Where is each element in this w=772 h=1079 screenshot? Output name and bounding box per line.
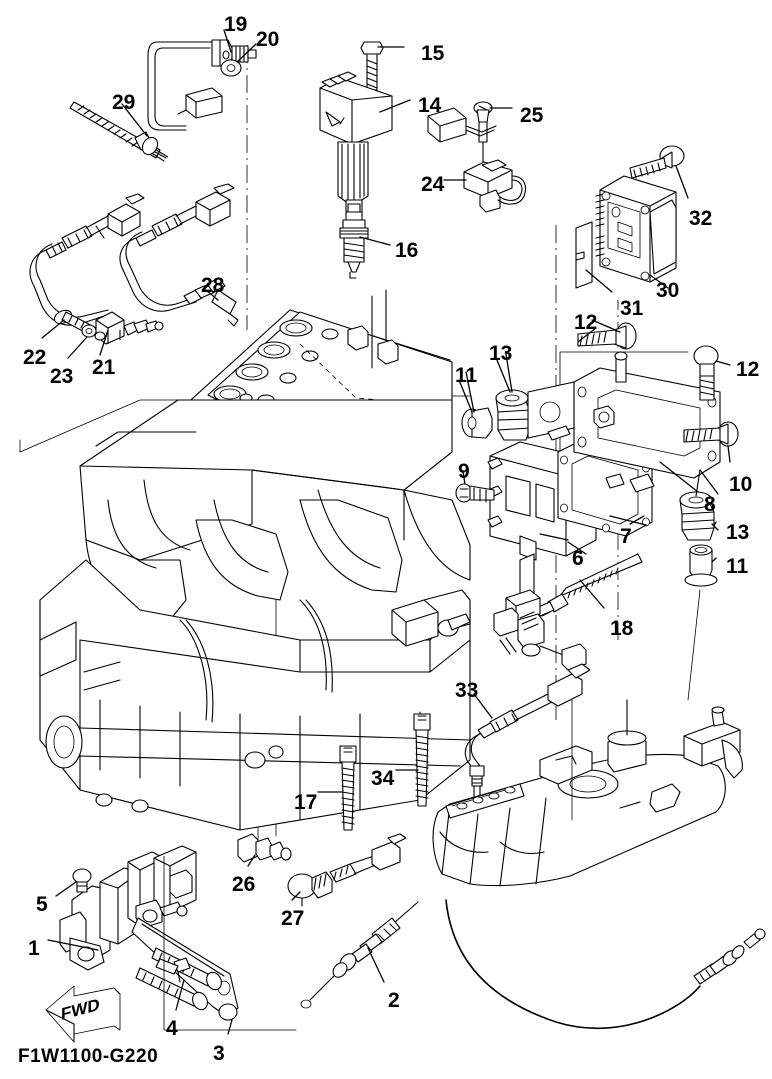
part-14-ignition-coil bbox=[319, 71, 393, 221]
callout-bolt: 5 bbox=[36, 893, 48, 916]
callout-washer: 23 bbox=[50, 365, 74, 388]
callout-grommet-collar: 11 bbox=[455, 364, 478, 387]
callout-cable-tie-with-screw: 18 bbox=[610, 617, 634, 640]
callout-throttle-body-bracket-assembly: 1 bbox=[28, 937, 40, 960]
callout-thermo-sensor: 19 bbox=[224, 13, 248, 36]
callout-fitting-valve: 26 bbox=[232, 873, 256, 896]
callout-bolt: 25 bbox=[520, 104, 544, 127]
callout-cable-tie-medium: 34 bbox=[371, 767, 395, 790]
part-20-washer bbox=[220, 59, 242, 77]
callout-cable-tie-long: 29 bbox=[112, 91, 136, 114]
part-9-bolt bbox=[455, 483, 495, 503]
part-11-grommet-right bbox=[684, 544, 718, 587]
part-31-gasket bbox=[575, 221, 593, 289]
callout-rubber-damper: 13 bbox=[726, 521, 750, 544]
part-16-spark-plug bbox=[339, 203, 369, 279]
callout-bolt: 4 bbox=[166, 1017, 178, 1040]
part-12-bolt-b bbox=[693, 345, 719, 401]
callout-bracket: 8 bbox=[704, 493, 716, 516]
part-11-grommet-left bbox=[461, 407, 493, 439]
part-28-sensor-lead bbox=[119, 183, 239, 327]
callout-gasket: 31 bbox=[620, 297, 644, 320]
callout-cable-tie-small: 17 bbox=[294, 791, 318, 814]
part-5-bolt bbox=[72, 868, 92, 893]
callout-bolt: 10 bbox=[729, 473, 753, 496]
callout-grommet-collar: 11 bbox=[726, 555, 749, 578]
callout-bolt: 15 bbox=[421, 42, 445, 65]
part-27-lead-wire bbox=[287, 833, 407, 907]
callout-lead-wire-assembly: 27 bbox=[281, 907, 305, 930]
engine-block-assembly bbox=[39, 289, 471, 831]
callout-throttle-cable: 2 bbox=[388, 989, 400, 1012]
callout-oxygen-sensor-lead: 33 bbox=[455, 679, 479, 702]
callout-ignition-coil: 14 bbox=[418, 94, 442, 117]
callout-rectifier-regulator: 30 bbox=[656, 279, 680, 302]
part-18-cable-tie bbox=[535, 553, 643, 617]
part-15-bolt bbox=[360, 41, 384, 131]
part-19-thermo-sensor bbox=[147, 39, 257, 131]
part-33-sensor-lead bbox=[464, 663, 591, 799]
callout-link-bracket: 3 bbox=[213, 1042, 225, 1065]
part-23-washer bbox=[81, 324, 97, 338]
intake-manifold bbox=[432, 699, 743, 887]
part-29-cable-tie bbox=[69, 101, 169, 162]
part-17-cable-tie bbox=[339, 745, 357, 831]
callout-bolt: 32 bbox=[689, 207, 713, 230]
part-2-throttle-cable bbox=[300, 899, 766, 1030]
part-19-connector bbox=[177, 87, 223, 119]
part-30-regulator bbox=[595, 175, 677, 283]
diagram-part-number: F1W1100-G220 bbox=[18, 1046, 159, 1067]
callout-pressure-sensor: 24 bbox=[421, 173, 445, 196]
callout-sensor-assembly: 21 bbox=[92, 356, 116, 379]
callout-bolt: 9 bbox=[458, 460, 470, 483]
part-32-bolt bbox=[629, 145, 685, 179]
callout-washer: 20 bbox=[256, 28, 280, 51]
fwd-arrow-marker bbox=[45, 985, 121, 1043]
part-10-bolt bbox=[683, 421, 739, 447]
callout-bolt: 22 bbox=[23, 346, 47, 369]
part-13-damper-right bbox=[679, 469, 715, 541]
harness-connector-block bbox=[493, 553, 587, 671]
part-8-bracket bbox=[527, 351, 721, 493]
callout-bolt: 12 bbox=[574, 311, 598, 334]
callout-rubber-damper: 13 bbox=[489, 342, 513, 365]
part-34-cable-tie bbox=[413, 713, 431, 807]
part-21-sensor-assembly bbox=[29, 193, 164, 345]
part-26-fitting bbox=[237, 833, 292, 863]
part-13-damper-left bbox=[495, 389, 531, 441]
callout-spark-plug: 16 bbox=[395, 239, 419, 262]
callout-bolt: 12 bbox=[736, 358, 760, 381]
callout-engine-control-unit: 6 bbox=[572, 547, 584, 570]
callout-gasket: 7 bbox=[620, 525, 632, 548]
part-24-pressure-sensor bbox=[427, 107, 527, 213]
callout-sensor-lead: 28 bbox=[201, 274, 225, 297]
part-1-bracket-assembly bbox=[59, 845, 239, 1021]
